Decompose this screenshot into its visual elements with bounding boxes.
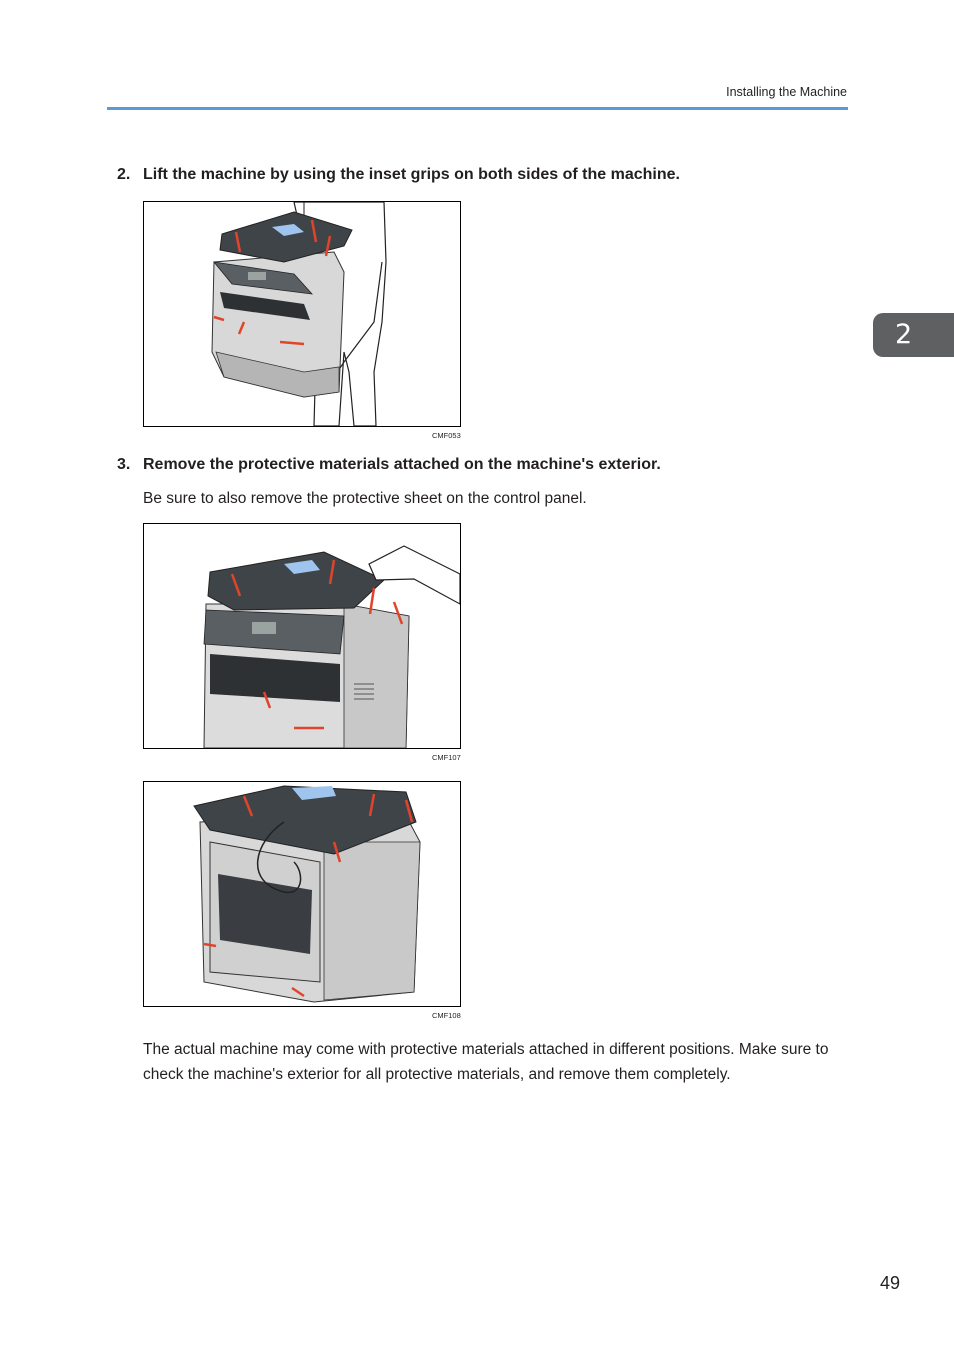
page-number: 49 bbox=[879, 1273, 900, 1293]
figure-lift-machine bbox=[143, 201, 461, 427]
running-header: Installing the Machine bbox=[726, 85, 847, 99]
step-text: Lift the machine by using the inset grip… bbox=[143, 166, 680, 183]
step-text: Remove the protective materials attached… bbox=[143, 456, 661, 473]
figure-remove-tape-front bbox=[143, 523, 461, 749]
lift-machine-illustration bbox=[211, 202, 387, 426]
step-3-note: Be sure to also remove the protective sh… bbox=[143, 490, 587, 507]
chapter-number: 2 bbox=[895, 319, 913, 350]
remove-tape-rear-illustration bbox=[193, 785, 421, 1003]
chapter-tab[interactable]: 2 bbox=[873, 313, 954, 357]
figure-remove-tape-rear bbox=[143, 781, 461, 1007]
header-rule bbox=[107, 107, 848, 110]
figure-code: CMF108 bbox=[432, 1011, 461, 1020]
step-number: 2. bbox=[117, 166, 131, 183]
figure-code: CMF053 bbox=[432, 431, 461, 440]
closing-note: The actual machine may come with protect… bbox=[143, 1041, 829, 1083]
remove-tape-front-illustration bbox=[203, 545, 460, 748]
step-number: 3. bbox=[117, 456, 131, 473]
figure-code: CMF107 bbox=[432, 753, 461, 762]
